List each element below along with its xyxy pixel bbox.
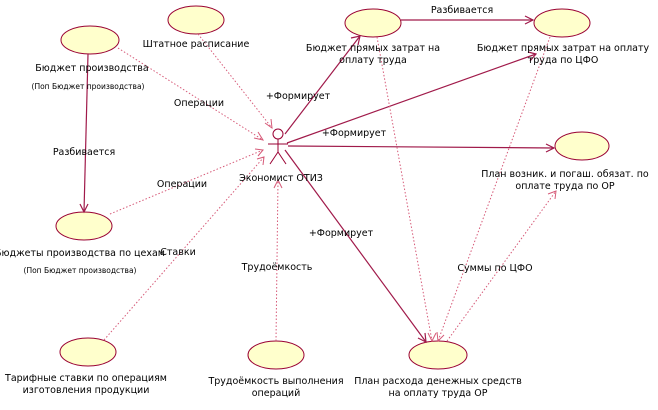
edge-label-forms-1: +Формирует <box>266 91 331 102</box>
edge-actor-cfo-budget <box>286 53 537 144</box>
sublabel-workshop-budgets: (Поп Бюджет производства) <box>24 266 137 275</box>
label-actor: Экономист ОТИЗ <box>239 173 323 184</box>
edge-label-sums-cfo: Суммы по ЦФО <box>457 263 532 274</box>
label-obligations-plan-line2: оплате труда по ОР <box>515 181 614 192</box>
edge-label-rates: Ставки <box>160 247 196 258</box>
label-direct-labor-budget-line1: Бюджет прямых затрат на <box>306 43 440 54</box>
edge-label-splits-left: Разбивается <box>53 147 115 158</box>
usecase-staff-schedule[interactable] <box>167 5 225 35</box>
usecase-tariff-rates[interactable] <box>59 337 117 367</box>
edge-actor-obligations <box>287 145 555 149</box>
edge-cash-to-obligations <box>446 190 557 342</box>
edge-label-operations-2: Операции <box>157 179 207 190</box>
label-cash-plan-line2: на оплату труда ОР <box>389 388 488 399</box>
label-obligations-plan-line1: План возник. и погаш. обязат. по <box>481 169 649 180</box>
usecase-budget-production[interactable] <box>60 25 120 55</box>
edge-cfo-to-cash <box>437 36 551 342</box>
edge-label-labor: Трудоёмкость <box>241 262 313 273</box>
actor-economist[interactable] <box>268 128 288 165</box>
label-staff-schedule: Штатное расписание <box>143 39 250 50</box>
label-tariff-rates-line2: изготовления продукции <box>23 385 150 396</box>
label-tariff-rates-line1: Тарифные ставки по операциям <box>4 373 167 384</box>
edge-direct-labor-to-cash <box>376 36 433 342</box>
edge-actor-cash-plan <box>284 149 427 343</box>
usecase-workshop-budgets[interactable] <box>55 211 113 241</box>
usecase-labor-intensity[interactable] <box>247 340 305 370</box>
usecase-cash-plan[interactable] <box>408 340 468 370</box>
label-labor-intensity-line2: операций <box>252 388 301 399</box>
edge-label-forms-2: +Формирует <box>322 128 387 139</box>
edge-budget-splits-workshops <box>83 53 89 213</box>
edge-actor-direct-labor <box>284 35 361 135</box>
usecase-obligations-plan[interactable] <box>554 131 610 161</box>
label-direct-labor-budget-line2: оплату труда <box>339 55 407 66</box>
label-workshop-budgets: Бюджеты производства по цехам <box>0 248 165 259</box>
edge-labor-to-actor <box>275 179 279 342</box>
sublabel-budget-production: (Поп Бюджет производства) <box>32 82 145 91</box>
edge-budget-to-actor <box>117 47 264 141</box>
label-direct-labor-budget-cfo-line2: труда по ЦФО <box>528 55 599 66</box>
edge-label-splits-top: Разбивается <box>431 5 493 16</box>
edge-label-forms-3: +Формирует <box>309 228 374 239</box>
label-cash-plan-line1: План расхода денежных средств <box>354 376 522 387</box>
edge-label-operations-1: Операции <box>174 98 224 109</box>
usecase-direct-labor-budget-cfo[interactable] <box>533 8 591 38</box>
edge-staff-to-actor <box>197 33 273 129</box>
label-labor-intensity-line1: Трудоёмкость выполнения <box>207 376 343 387</box>
usecase-direct-labor-budget[interactable] <box>344 8 402 38</box>
label-direct-labor-budget-cfo-line1: Бюджет прямых затрат на оплату <box>477 43 650 54</box>
label-budget-production: Бюджет производства <box>35 63 148 74</box>
